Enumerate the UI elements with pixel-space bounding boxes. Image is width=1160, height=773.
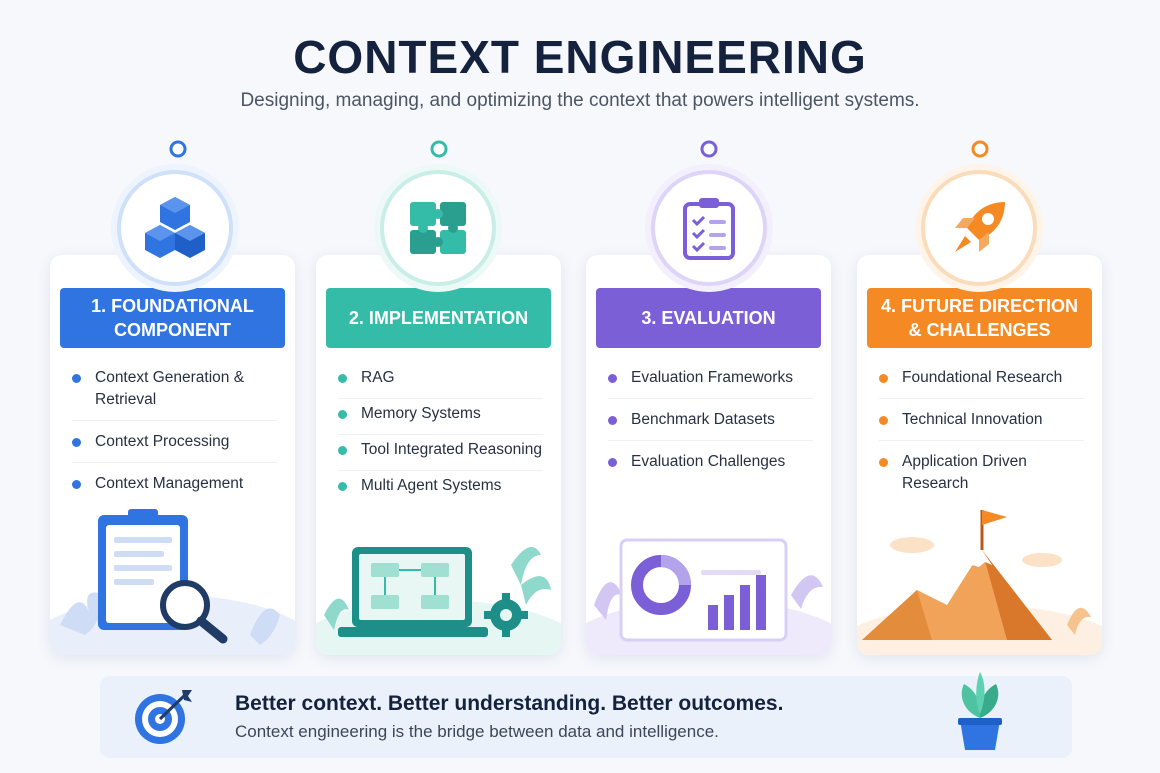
stage-header-foundational: 1. FOUNDATIONAL COMPONENT xyxy=(60,288,285,348)
list-item: Technical Innovation xyxy=(879,409,1084,441)
list-item: Evaluation Challenges xyxy=(608,451,813,482)
plant-pot-icon xyxy=(958,672,1002,750)
page-subtitle: Designing, managing, and optimizing the … xyxy=(240,90,920,111)
list-item: Benchmark Datasets xyxy=(608,409,813,441)
stage-icon-foundational xyxy=(117,170,233,286)
banner-headline: Better context. Better understanding. Be… xyxy=(235,692,784,715)
list-item: Context Processing xyxy=(72,431,277,463)
clipboard-magnifier-illustration xyxy=(50,509,295,655)
puzzle-icon xyxy=(410,202,466,254)
list-item: Foundational Research xyxy=(879,367,1084,399)
stage-card-future: 4. FUTURE DIRECTION & CHALLENGES Foundat… xyxy=(857,255,1102,655)
mountain-flag-illustration xyxy=(857,510,1102,655)
stage-card-evaluation: 3. EVALUATION Evaluation Frameworks Benc… xyxy=(586,255,831,655)
list-item: Multi Agent Systems xyxy=(338,475,543,506)
target-icon xyxy=(135,690,192,744)
list-item: RAG xyxy=(338,367,543,399)
list-item: Memory Systems xyxy=(338,403,543,435)
timeline-node-3 xyxy=(700,140,718,158)
stage-header-evaluation: 3. EVALUATION xyxy=(596,288,821,348)
list-item: Tool Integrated Reasoning xyxy=(338,439,543,471)
timeline-node-1 xyxy=(169,140,187,158)
stage-card-implementation: 2. IMPLEMENTATION RAG Memory Systems Too… xyxy=(316,255,561,655)
list-item: Context Generation & Retrieval xyxy=(72,367,277,421)
stage-items-foundational: Context Generation & Retrieval Context P… xyxy=(72,367,277,514)
timeline-node-4 xyxy=(971,140,989,158)
stage-items-implementation: RAG Memory Systems Tool Integrated Reaso… xyxy=(338,367,543,510)
stage-card-foundational: 1. FOUNDATIONAL COMPONENT Context Genera… xyxy=(50,255,295,655)
stage-timeline xyxy=(169,140,989,158)
stage-icon-future xyxy=(921,170,1037,286)
list-item: Evaluation Frameworks xyxy=(608,367,813,399)
tagline-banner: Better context. Better understanding. Be… xyxy=(100,672,1072,758)
stage-header-implementation: 2. IMPLEMENTATION xyxy=(326,288,551,348)
clipboard-checklist-icon xyxy=(683,198,735,260)
stage-items-evaluation: Evaluation Frameworks Benchmark Datasets… xyxy=(608,367,813,492)
list-item: Application Driven Research xyxy=(879,451,1084,504)
stage-icon-evaluation xyxy=(651,170,767,286)
banner-subtext: Context engineering is the bridge betwee… xyxy=(235,722,719,741)
list-item: Context Management xyxy=(72,473,277,504)
stage-icon-implementation xyxy=(380,170,496,286)
stage-items-future: Foundational Research Technical Innovati… xyxy=(879,367,1084,514)
laptop-flowchart-illustration xyxy=(316,547,561,655)
rocket-icon xyxy=(955,202,1005,252)
stage-header-future: 4. FUTURE DIRECTION & CHALLENGES xyxy=(867,288,1092,348)
cubes-icon xyxy=(145,197,205,258)
dashboard-chart-illustration xyxy=(586,538,831,655)
timeline-node-2 xyxy=(430,140,448,158)
page-title: CONTEXT ENGINEERING xyxy=(293,31,867,83)
